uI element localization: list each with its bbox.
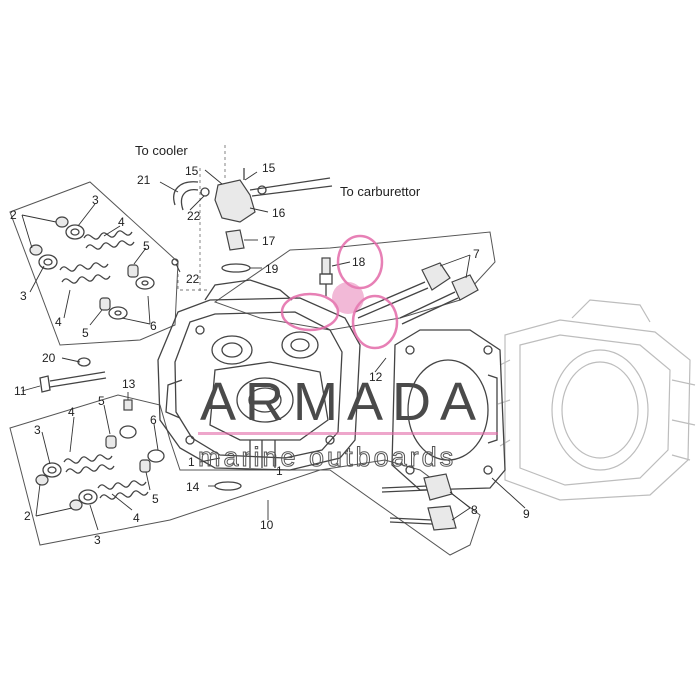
callout-6: 6: [150, 413, 157, 427]
leader-lines: [21, 169, 526, 531]
callout-8: 8: [471, 503, 478, 517]
callout-13: 13: [122, 377, 136, 391]
head-gasket: [391, 329, 506, 491]
callout-15: 15: [185, 164, 199, 178]
callout-22: 22: [187, 209, 201, 223]
callout-16: 16: [272, 206, 286, 220]
note-to-cooler: To cooler: [135, 143, 188, 158]
lower-valve-spring-kit: [35, 399, 165, 511]
callout-5: 5: [98, 394, 105, 408]
intake-valves: [354, 262, 479, 325]
callout-17: 17: [262, 234, 276, 248]
callout-4: 4: [68, 405, 75, 419]
callout-3: 3: [34, 423, 41, 437]
callout-3: 3: [94, 533, 101, 547]
watermark-tagline: marine outboards: [198, 442, 456, 472]
callout-2: 2: [24, 509, 31, 523]
cylinder-ghost: [497, 299, 696, 501]
callout-labels: 2 3 4 3 5 4 5 6 20 11 13 3 4 5 6 2 3 4 5…: [10, 161, 530, 547]
callout-4: 4: [118, 215, 125, 229]
callout-12: 12: [369, 370, 383, 384]
o-ring: [214, 481, 242, 491]
callout-11: 11: [14, 384, 27, 398]
callout-1: 1: [276, 464, 283, 478]
watermark-propeller-logo: [280, 234, 399, 350]
watermark-word: ARMADA: [200, 372, 485, 432]
callout-19: 19: [265, 262, 279, 276]
upper-valve-spring-kit: [29, 216, 155, 320]
callout-5: 5: [152, 492, 159, 506]
exhaust-valves: [381, 473, 457, 531]
callout-4: 4: [133, 511, 140, 525]
flow-notes: To cooler To carburettor: [135, 143, 421, 199]
callout-21: 21: [137, 173, 151, 187]
spark-plug: [319, 257, 333, 296]
callout-9: 9: [523, 507, 530, 521]
callout-18: 18: [352, 255, 366, 269]
callout-3: 3: [20, 289, 27, 303]
note-to-carburettor: To carburettor: [340, 184, 421, 199]
cylinder-head: [157, 279, 361, 471]
callout-5: 5: [82, 326, 89, 340]
callout-14: 14: [186, 480, 200, 494]
diagram-frames: [9, 145, 496, 556]
thermostat-housing: [171, 168, 333, 273]
callout-2: 2: [10, 208, 17, 222]
callout-4: 4: [55, 315, 62, 329]
callout-15: 15: [262, 161, 276, 175]
callout-1: 1: [188, 455, 195, 469]
callout-3: 3: [92, 193, 99, 207]
callout-6: 6: [150, 319, 157, 333]
callout-7: 7: [473, 247, 480, 261]
watermark: ARMADA marine outboards: [198, 234, 498, 473]
callout-22: 22: [186, 272, 200, 286]
callout-20: 20: [42, 351, 56, 365]
callout-5: 5: [143, 239, 150, 253]
callout-10: 10: [260, 518, 274, 532]
